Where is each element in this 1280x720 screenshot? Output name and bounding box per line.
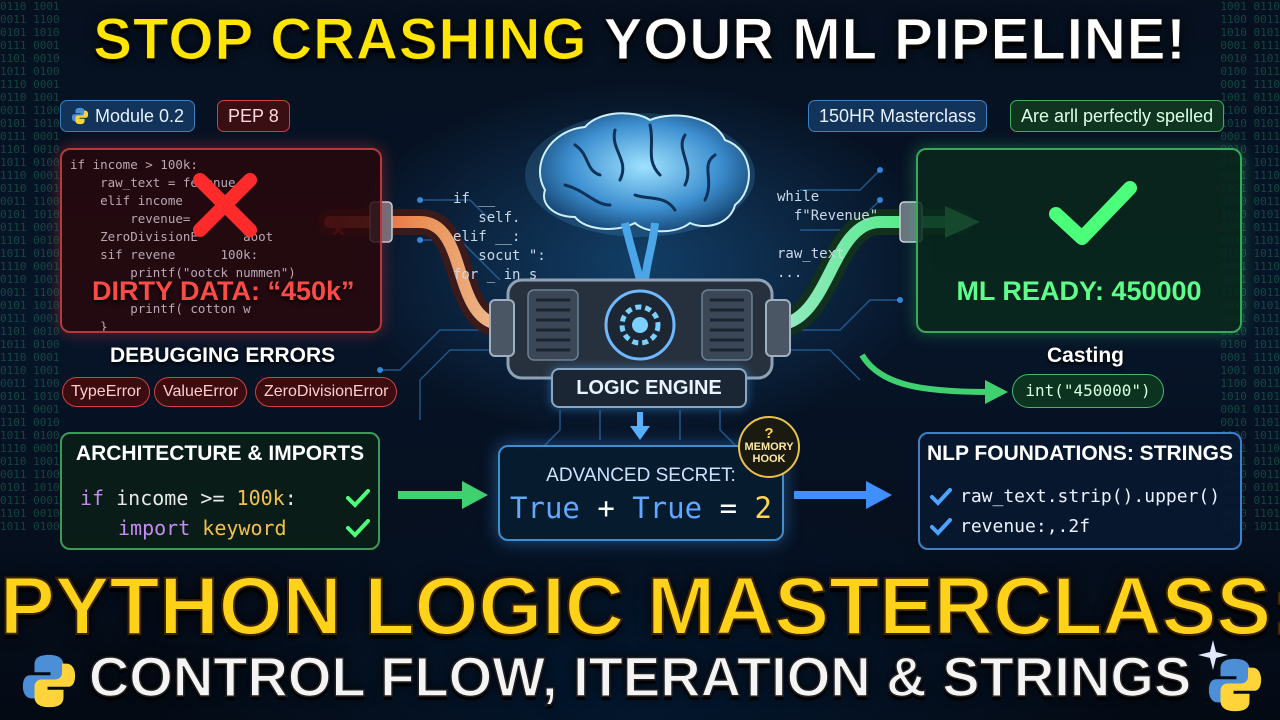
sub-title: CONTROL FLOW, ITERATION & STRINGS	[88, 644, 1192, 709]
module-label: Module 0.2	[95, 106, 185, 126]
keyword-import: import	[118, 516, 191, 540]
check-mark-icon	[930, 488, 952, 506]
advanced-secret-box: ADVANCED SECRET: True + True = 2	[498, 445, 784, 541]
dirty-data-panel: if income > 100k: raw_text = fevenue eli…	[60, 148, 382, 333]
ml-ready-panel: ML READY: 450000	[916, 148, 1242, 333]
main-title: PYTHON LOGIC MASTERCLASS:	[0, 560, 1280, 653]
python-logo-icon	[1208, 658, 1262, 712]
headline-part1: STOP CRASHING	[93, 7, 588, 73]
true-literal: True	[510, 491, 580, 525]
code-snippet-left: if __ self. elif __: socut ": for _ in s	[453, 191, 546, 283]
dirty-data-label: DIRTY DATA: “450k”	[92, 276, 355, 306]
advanced-secret-label: ADVANCED SECRET:	[546, 465, 736, 486]
result-value: 2	[754, 491, 772, 525]
plus-operator: +	[579, 491, 633, 525]
python-logo-icon	[71, 107, 89, 125]
error-badge-valueerror: ValueError	[154, 377, 248, 407]
course-tag: 150HR Masterclass	[808, 100, 988, 132]
code-text: income >=	[104, 486, 237, 510]
sparkle-icon	[1198, 640, 1228, 670]
architecture-line-2: import keyword	[118, 516, 287, 540]
headline-part2: YOUR ML PIPELINE!	[603, 7, 1187, 73]
spelling-tag: Are arll perfectly spelled	[1010, 100, 1225, 132]
true-literal: True	[632, 491, 703, 525]
nlp-box: NLP FOUNDATIONS: STRINGS raw_text.strip(…	[918, 432, 1242, 550]
check-mark-icon	[1049, 181, 1137, 245]
code-colon: :	[284, 486, 297, 510]
check-mark-icon	[930, 518, 952, 536]
logic-engine-machine	[489, 278, 791, 380]
code-number: 100k	[236, 486, 285, 510]
python-logo-icon	[22, 654, 76, 708]
dirty-code: if income > 100k: raw_text = fevenue eli…	[70, 157, 296, 333]
gear-icon	[604, 289, 676, 361]
nlp-line-1: raw_text.strip().upper()	[960, 486, 1221, 507]
logic-engine-label: LOGIC ENGINE	[551, 368, 747, 408]
advanced-secret-equation: True + True = 2	[500, 491, 782, 525]
casting-code: int("450000")	[1012, 374, 1164, 408]
check-mark-icon	[346, 489, 370, 508]
code-snippet-right: while f"Revenue" raw_text ...	[777, 189, 879, 281]
architecture-title: ARCHITECTURE & IMPORTS	[75, 442, 365, 465]
check-mark-icon	[346, 519, 370, 538]
error-badge-zerodivision: ZeroDivisionError	[255, 377, 398, 407]
architecture-line-1: if income >= 100k:	[80, 486, 297, 510]
code-rain-right: 1001 0110 1100 0011 1010 0101 0001 0111 …	[1220, 0, 1280, 533]
equals-operator: =	[702, 491, 755, 525]
module-tag: Module 0.2	[60, 100, 196, 132]
headline: STOP CRASHING YOUR ML PIPELINE!	[0, 6, 1280, 73]
architecture-box: ARCHITECTURE & IMPORTS if income >= 100k…	[60, 432, 380, 550]
brain-icon	[525, 112, 755, 280]
pep-tag: PEP 8	[217, 100, 290, 132]
code-rain-left: 0110 1001 0011 1100 0101 1010 0111 0001 …	[0, 0, 60, 533]
nlp-title: NLP FOUNDATIONS: STRINGS	[926, 442, 1234, 465]
question-mark-icon: ?	[764, 425, 774, 442]
memory-hook-badge: ?MEMORY HOOK	[738, 416, 800, 478]
memory-hook-label: MEMORY HOOK	[744, 441, 794, 465]
casting-title: Casting	[1047, 344, 1125, 367]
debugging-title: DEBUGGING ERRORS	[110, 344, 336, 367]
x-mark-icon	[193, 173, 257, 237]
code-module: keyword	[190, 516, 287, 540]
keyword-if: if	[80, 486, 105, 510]
error-badge-typeerror: TypeError	[62, 377, 151, 407]
ml-ready-label: ML READY: 450000	[956, 276, 1202, 306]
nlp-line-2: revenue:,.2f	[960, 516, 1091, 537]
